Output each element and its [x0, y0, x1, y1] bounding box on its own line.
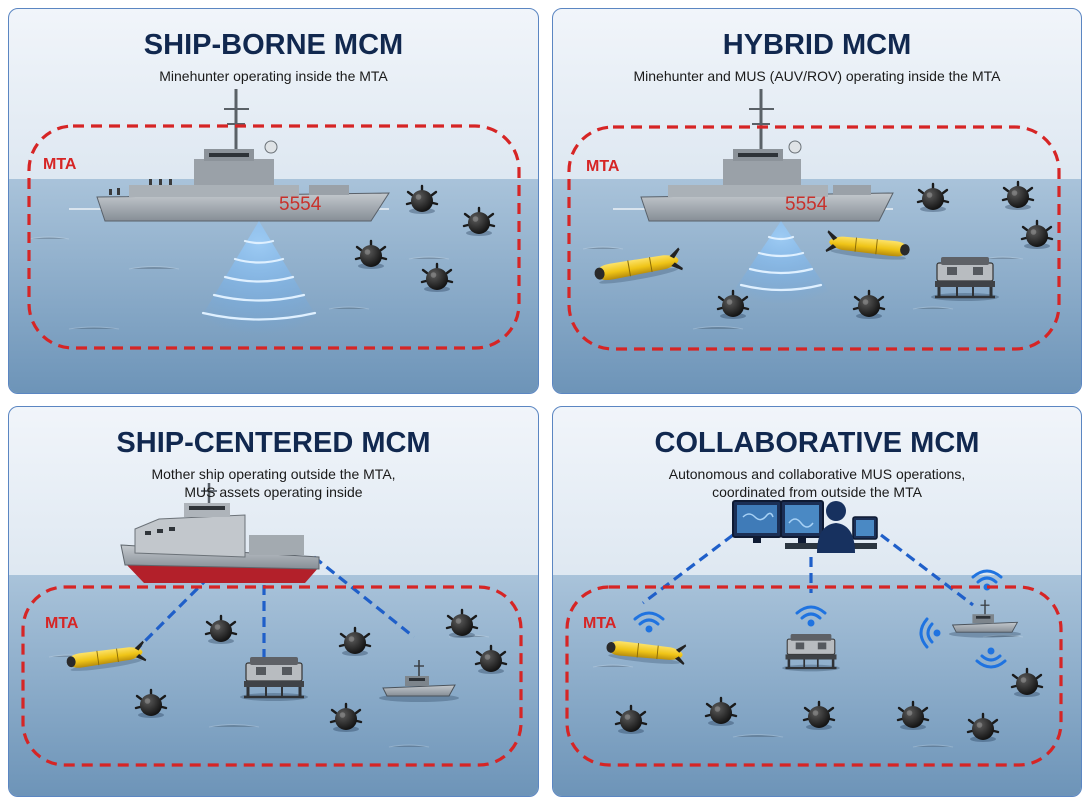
- mother-ship-icon: [120, 483, 320, 583]
- hull-number: 5554: [279, 194, 322, 215]
- mta-label: MTA: [586, 158, 620, 175]
- hybrid-scene: 5554 MTA: [553, 89, 1081, 393]
- panel-title: COLLABORATIVE MCM: [654, 427, 980, 459]
- sonar-icon: [194, 221, 324, 335]
- mta-label: MTA: [45, 615, 79, 632]
- mta-boundary: [21, 585, 523, 767]
- rov-icon: [780, 632, 842, 673]
- mta-label: MTA: [583, 615, 617, 632]
- wifi-icon: [795, 605, 827, 627]
- operator-icon: [817, 501, 855, 553]
- rov-icon: [238, 655, 310, 703]
- monitor-icon: [732, 500, 782, 543]
- panel-subtitle: Minehunter and MUS (AUV/ROV) operating i…: [633, 68, 1001, 84]
- minehunter-ship-icon: [613, 89, 894, 222]
- panel-subtitle: Mother ship operating outside the MTA, M…: [9, 465, 538, 501]
- panel-collaborative-mcm: MTA COLLABORATIVE MCM Autonomous and col…: [552, 406, 1082, 797]
- sonar-icon: [728, 221, 834, 304]
- panel-hybrid-mcm: 5554 MTA HYBRID MCM Minehunter and MUS (…: [552, 8, 1082, 394]
- panel-title: SHIP-CENTERED MCM: [116, 427, 431, 459]
- mta-label: MTA: [43, 156, 77, 173]
- hull-number: 5554: [785, 194, 828, 215]
- panel-title: HYBRID MCM: [722, 29, 912, 61]
- panel-title: SHIP-BORNE MCM: [143, 29, 404, 61]
- wifi-icon: [919, 617, 941, 649]
- mta-boundary: [567, 125, 1061, 351]
- ship-borne-scene: 5554 MTA: [9, 89, 538, 393]
- panel-ship-centered-mcm: MTA SHIP-CENTERED MCM Mother ship operat…: [8, 406, 539, 797]
- subtitle-line: Autonomous and collaborative MUS operati…: [668, 466, 966, 482]
- sea-surface: [553, 575, 1081, 796]
- control-station: [732, 500, 878, 553]
- monitor-icon: [780, 500, 824, 543]
- panel-subtitle: Autonomous and collaborative MUS operati…: [553, 465, 1081, 501]
- panel-ship-borne-mcm: 5554 MTA SHIP-BORNE MCM Minehunter opera…: [8, 8, 539, 394]
- ship-centered-scene: MTA: [9, 483, 538, 796]
- panel-subtitle: Minehunter operating inside the MTA: [159, 68, 388, 84]
- subtitle-line: coordinated from outside the MTA: [712, 484, 922, 500]
- control-links: [137, 555, 415, 657]
- wifi-icon: [633, 611, 665, 633]
- subtitle-line: MUS assets operating inside: [184, 484, 363, 500]
- collaborative-scene: MTA: [553, 500, 1081, 796]
- rov-icon: [929, 255, 1001, 303]
- control-links: [642, 533, 974, 607]
- wifi-icon: [975, 647, 1007, 669]
- subtitle-line: Mother ship operating outside the MTA,: [151, 466, 396, 482]
- mta-boundary: [565, 585, 1063, 767]
- monitor-icon: [852, 516, 878, 540]
- mta-boundary: [27, 124, 521, 350]
- minehunter-ship-icon: [69, 89, 390, 222]
